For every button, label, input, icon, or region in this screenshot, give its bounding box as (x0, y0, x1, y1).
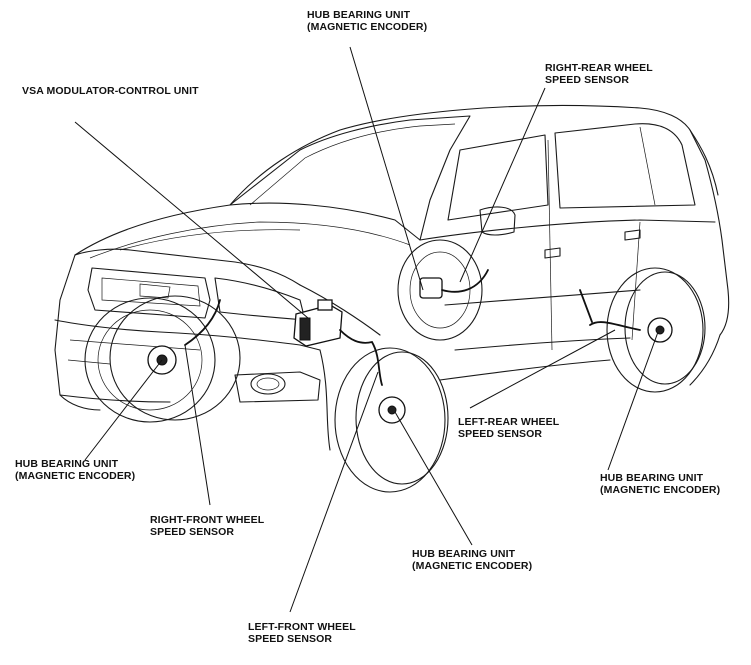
label-line: (MAGNETIC ENCODER) (307, 21, 428, 33)
label-right-rear-sensor: RIGHT-REAR WHEEL SPEED SENSOR (545, 62, 653, 86)
label-line: SPEED SENSOR (248, 633, 333, 645)
vsa-modulator-unit (293, 299, 383, 386)
label-line: HUB BEARING UNIT (600, 472, 704, 484)
label-line: LEFT-FRONT WHEEL (248, 621, 356, 633)
label-hub-bearing-rear-left: HUB BEARING UNIT (MAGNETIC ENCODER) (600, 472, 720, 496)
label-line: RIGHT-REAR WHEEL (545, 62, 653, 74)
label-line: (MAGNETIC ENCODER) (412, 560, 533, 572)
label-hub-bearing-front-right: HUB BEARING UNIT (MAGNETIC ENCODER) (15, 458, 135, 482)
rear-left-wheel (579, 267, 706, 393)
label-left-front-sensor: LEFT-FRONT WHEEL SPEED SENSOR (248, 621, 356, 645)
label-line: (MAGNETIC ENCODER) (15, 470, 136, 482)
rear-right-wheel (397, 239, 489, 341)
label-line: HUB BEARING UNIT (412, 548, 516, 560)
label-line: SPEED SENSOR (150, 526, 235, 538)
label-line: SPEED SENSOR (545, 74, 630, 86)
leader-lines (74, 46, 659, 613)
label-hub-bearing-front-left: HUB BEARING UNIT (MAGNETIC ENCODER) (412, 548, 532, 572)
label-line: SPEED SENSOR (458, 428, 543, 440)
label-left-rear-sensor: LEFT-REAR WHEEL SPEED SENSOR (458, 416, 559, 440)
label-line: HUB BEARING UNIT (15, 458, 119, 470)
label-line: (MAGNETIC ENCODER) (600, 484, 721, 496)
label-line: LEFT-REAR WHEEL (458, 416, 560, 428)
label-line: HUB BEARING UNIT (307, 9, 411, 21)
label-hub-bearing-top: HUB BEARING UNIT (MAGNETIC ENCODER) (307, 9, 427, 33)
label-line: VSA MODULATOR-CONTROL UNIT (22, 85, 199, 97)
label-vsa-unit: VSA MODULATOR-CONTROL UNIT (22, 85, 199, 97)
label-right-front-sensor: RIGHT-FRONT WHEEL SPEED SENSOR (150, 514, 264, 538)
label-line: RIGHT-FRONT WHEEL (150, 514, 265, 526)
front-left-wheel (334, 347, 449, 493)
